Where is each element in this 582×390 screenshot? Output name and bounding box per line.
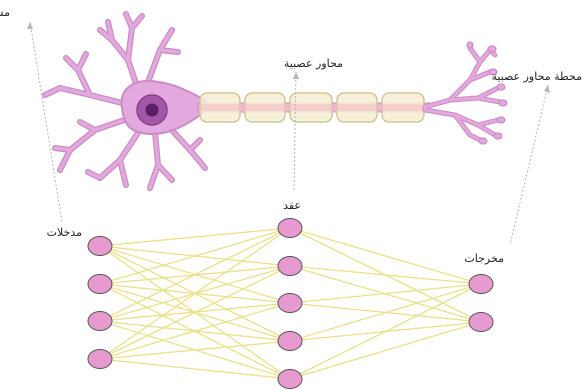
label-inputs: مدخلات [47,226,82,239]
neuron-nucleolus [146,104,159,117]
label-dendrites: مستقبلات عصبية [0,6,10,19]
network-connection [290,284,481,379]
input-node [88,237,112,256]
hidden-node [278,294,302,313]
network-connection [290,322,481,379]
hidden-node [278,219,302,238]
network-connection [100,359,290,379]
label-outputs: مخرجات [464,252,504,265]
output-node [469,275,493,294]
hidden-node [278,370,302,389]
output-node [469,313,493,332]
network-nodes [88,219,493,389]
input-node [88,275,112,294]
label-axon-terminals: محطة محاور عصبية [491,70,582,83]
hidden-node [278,257,302,276]
input-node [88,350,112,369]
label-axons: محاور عصبية [284,57,343,70]
pointer-axons [294,72,296,192]
network-connection [290,284,481,303]
network-connection [290,284,481,341]
pointer-axon-terminals [510,85,548,245]
network-connection [100,228,290,359]
neuron-illustration [45,14,507,188]
hidden-node [278,332,302,351]
pointer-dendrites [30,22,62,222]
input-node [88,312,112,331]
label-nodes: عقد [283,199,301,212]
